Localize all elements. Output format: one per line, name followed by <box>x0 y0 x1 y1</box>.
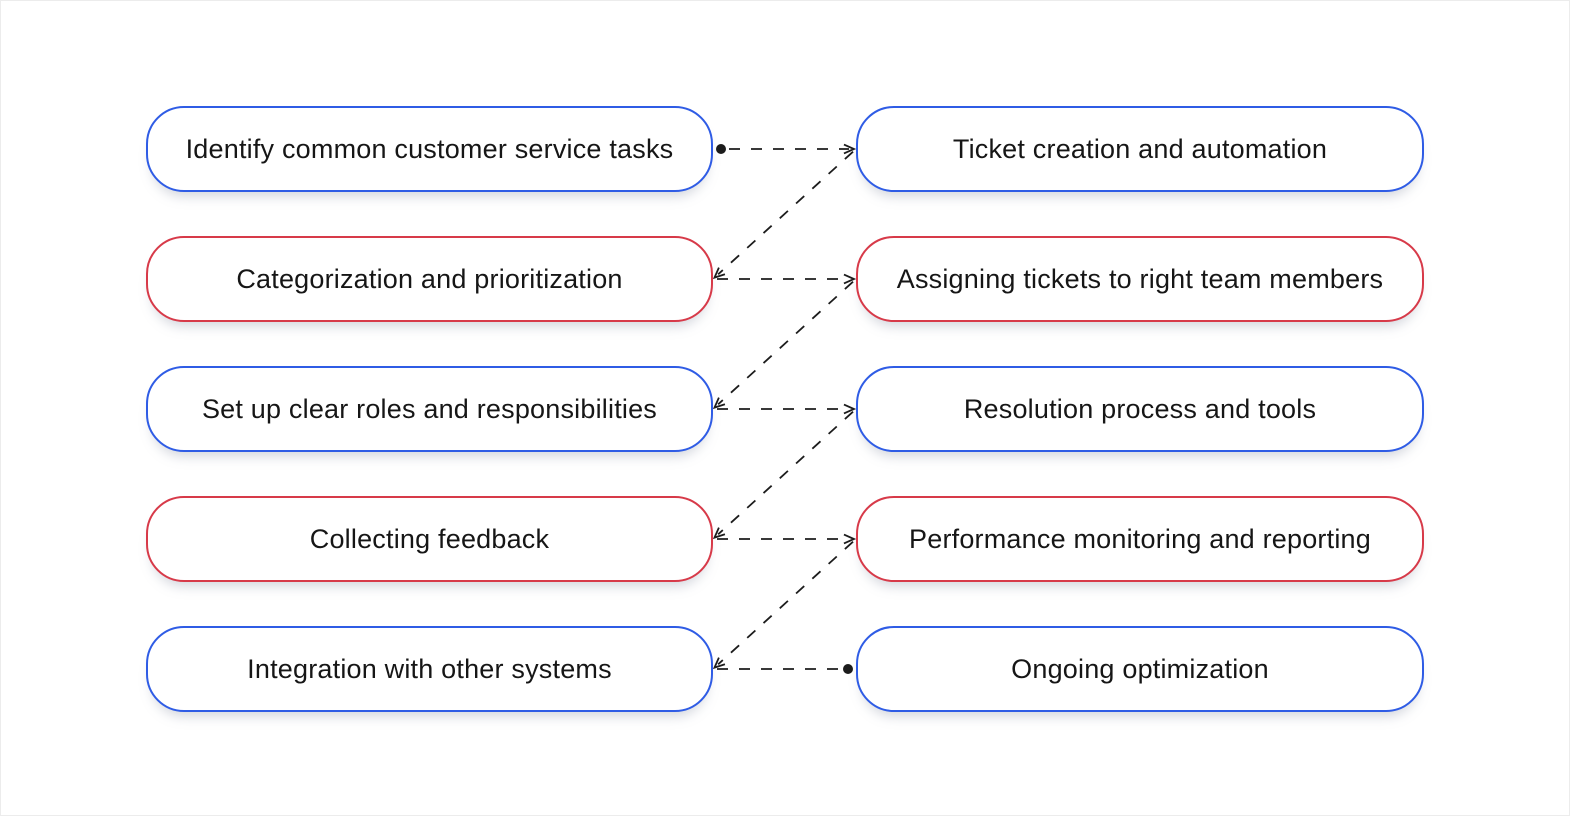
task-box-label: Integration with other systems <box>247 653 612 684</box>
task-box-label: Ongoing optimization <box>1011 653 1269 684</box>
task-box-right-3: Resolution process and tools <box>856 366 1424 452</box>
task-box-right-5: Ongoing optimization <box>856 626 1424 712</box>
connector-arrowhead <box>843 143 857 155</box>
connector-arrowhead <box>843 273 857 285</box>
task-box-left-2: Categorization and prioritization <box>146 236 713 322</box>
task-box-label: Identify common customer service tasks <box>185 133 674 164</box>
task-box-label: Performance monitoring and reporting <box>909 523 1371 554</box>
connector-line <box>717 541 854 665</box>
task-box-right-2: Assigning tickets to right team members <box>856 236 1424 322</box>
connector-line <box>717 151 854 275</box>
task-box-left-1: Identify common customer service tasks <box>146 106 713 192</box>
task-box-left-4: Collecting feedback <box>146 496 713 582</box>
task-box-label: Categorization and prioritization <box>236 263 623 294</box>
task-box-label: Collecting feedback <box>309 523 550 554</box>
task-box-left-3: Set up clear roles and responsibilities <box>146 366 713 452</box>
connector-arrowhead <box>712 397 726 410</box>
connector-line <box>717 411 854 535</box>
connector-arrowhead <box>843 403 857 415</box>
connector-end-dot <box>843 664 853 674</box>
task-box-right-4: Performance monitoring and reporting <box>856 496 1424 582</box>
task-box-label: Ticket creation and automation <box>952 133 1328 164</box>
task-box-label: Set up clear roles and responsibilities <box>201 393 658 424</box>
task-box-right-1: Ticket creation and automation <box>856 106 1424 192</box>
task-box-label: Resolution process and tools <box>963 393 1317 424</box>
task-box-label: Assigning tickets to right team members <box>896 263 1384 294</box>
connector-arrowhead <box>843 533 857 545</box>
connector-arrowhead <box>712 527 726 540</box>
connector-arrowhead <box>712 267 726 280</box>
connector-arrowhead <box>712 657 726 670</box>
connector-line <box>717 281 854 405</box>
task-box-left-5: Integration with other systems <box>146 626 713 712</box>
connector-start-dot <box>716 144 726 154</box>
